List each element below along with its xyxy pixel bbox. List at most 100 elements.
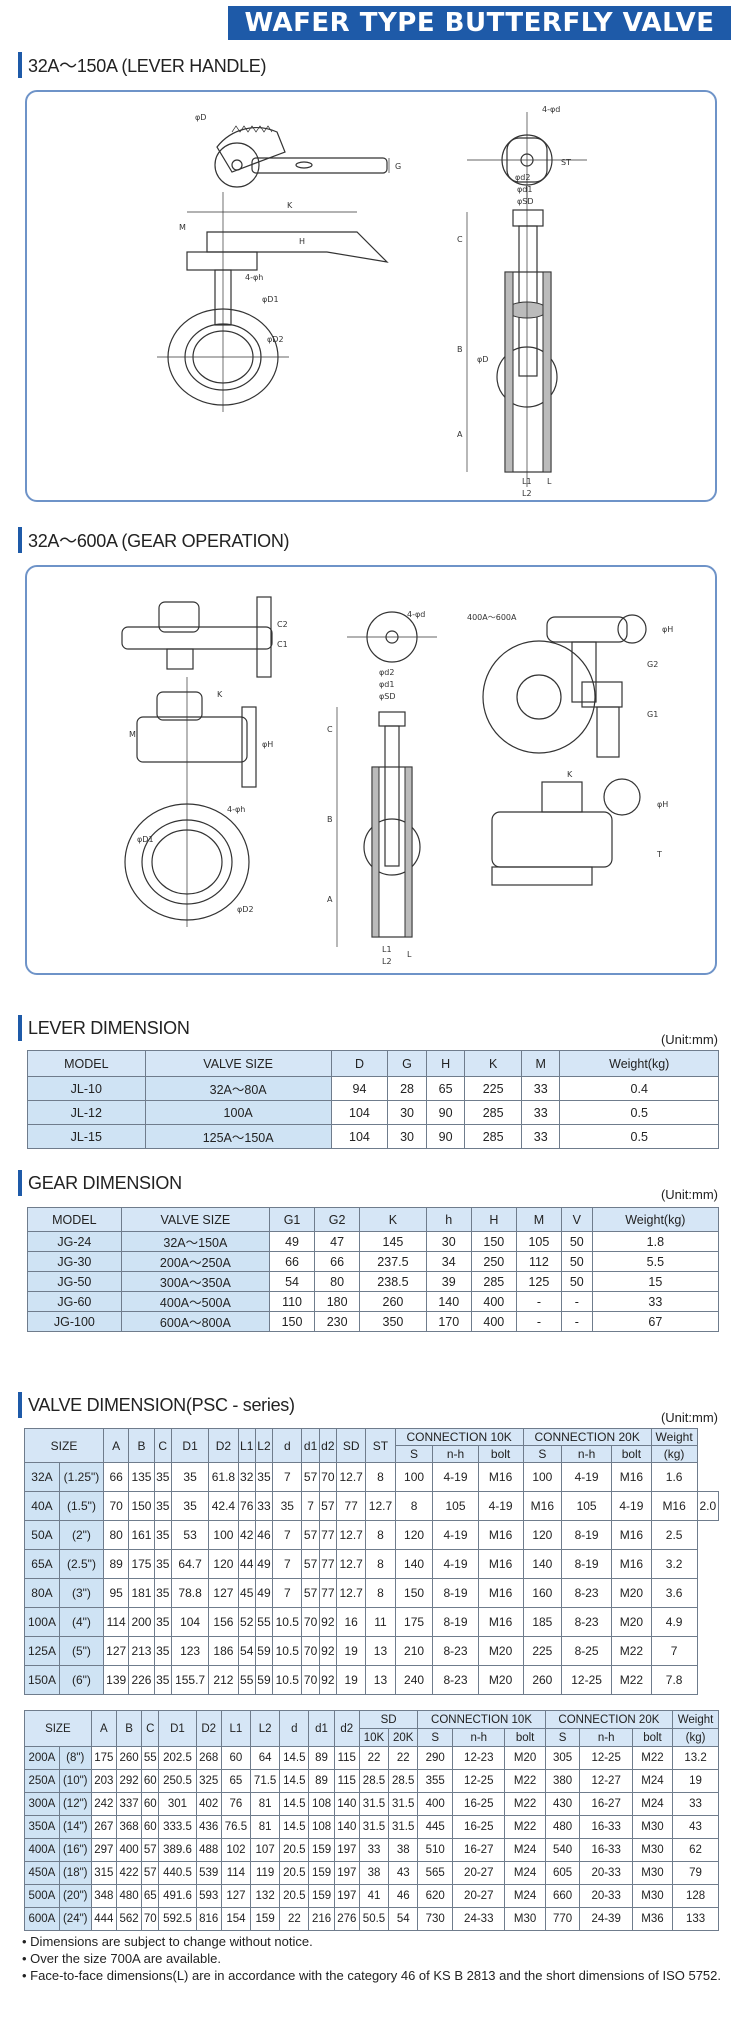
table-header-row: SIZE A B C D1 D2 L1 L2 d d1 d2 SD ST CON… bbox=[24, 1428, 719, 1463]
table-cell: (2") bbox=[58, 1520, 105, 1550]
table-cell: 67 bbox=[591, 1311, 720, 1332]
table-cell: 32 bbox=[237, 1462, 256, 1492]
table-cell: M24 bbox=[504, 1884, 546, 1908]
table-cell: 28 bbox=[387, 1076, 427, 1101]
lever-drawing-panel: G φD 4-φd ST K M H 4-φh φD1 φD2 C B A φd… bbox=[25, 90, 717, 502]
svg-text:L1: L1 bbox=[522, 477, 532, 486]
table-cell: 14.5 bbox=[279, 1815, 310, 1839]
table-cell: 491.6 bbox=[158, 1884, 197, 1908]
table-cell: 31.5 bbox=[358, 1815, 390, 1839]
table-cell: 119 bbox=[250, 1861, 281, 1885]
table-cell: 31.5 bbox=[388, 1815, 419, 1839]
table-cell: M36 bbox=[631, 1907, 674, 1931]
col-subheader: n-h bbox=[579, 1728, 633, 1747]
table-cell: 140 bbox=[425, 1291, 472, 1312]
table-cell: 200 bbox=[128, 1607, 155, 1637]
table-cell: 66 bbox=[268, 1251, 316, 1272]
gear-operation-drawing: C2 C1 4-φd 400A～600A φH G2 G1 K M φH 4-φ… bbox=[121, 596, 673, 966]
table-cell: 297 bbox=[90, 1838, 117, 1862]
table-cell: 8 bbox=[365, 1549, 396, 1579]
table-cell: JL-15 bbox=[27, 1124, 146, 1149]
table-cell: M16 bbox=[477, 1578, 524, 1608]
table-cell: 285 bbox=[464, 1100, 522, 1125]
table-cell: 100 bbox=[394, 1462, 434, 1492]
table-cell: 7.8 bbox=[650, 1665, 698, 1695]
table-cell: 50 bbox=[560, 1251, 593, 1272]
gear-dimension-table: MODEL VALVE SIZE G1 G2 K h H M V Weight(… bbox=[27, 1207, 720, 1332]
svg-text:4-φh: 4-φh bbox=[227, 805, 245, 814]
table-cell: 20.5 bbox=[279, 1884, 310, 1908]
table-cell: (12") bbox=[58, 1792, 92, 1816]
table-cell: 7 bbox=[301, 1491, 320, 1521]
table-cell: 159 bbox=[308, 1884, 335, 1908]
table-cell: 60 bbox=[141, 1815, 160, 1839]
table-cell: 35 bbox=[272, 1491, 303, 1521]
col-header: d2 bbox=[333, 1710, 360, 1747]
table-cell: 59 bbox=[254, 1665, 274, 1695]
table-cell: 200A～250A bbox=[120, 1251, 271, 1272]
table-cell: 33 bbox=[520, 1100, 561, 1125]
table-cell: 20-33 bbox=[579, 1884, 633, 1908]
table-cell: 45 bbox=[237, 1578, 256, 1608]
svg-text:G2: G2 bbox=[647, 660, 658, 669]
table-cell: 125 bbox=[515, 1271, 562, 1292]
table-cell: 5.5 bbox=[591, 1251, 720, 1272]
table-cell: 260 bbox=[522, 1665, 563, 1695]
col-header: SIZE bbox=[24, 1710, 92, 1747]
svg-text:L1: L1 bbox=[382, 945, 392, 954]
table-cell: (20") bbox=[58, 1884, 92, 1908]
table-cell: 95 bbox=[102, 1578, 130, 1608]
col-header: L2 bbox=[254, 1428, 274, 1463]
table-cell: 8-23 bbox=[432, 1636, 479, 1666]
table-cell: 81 bbox=[250, 1792, 281, 1816]
table-cell: 238.5 bbox=[359, 1271, 427, 1292]
table-cell: 31.5 bbox=[388, 1792, 419, 1816]
table-cell: 140 bbox=[333, 1792, 360, 1816]
table-header-row: SIZE A B C D1 D2 L1 L2 d d1 d2 SD CONNEC… bbox=[24, 1710, 719, 1747]
table-cell: 92 bbox=[318, 1665, 338, 1695]
table-cell: 52 bbox=[237, 1607, 256, 1637]
table-cell: 35 bbox=[170, 1462, 210, 1492]
col-subheader: n-h bbox=[561, 1445, 613, 1463]
table-cell: 62 bbox=[672, 1838, 719, 1862]
table-cell: M16 bbox=[477, 1520, 524, 1550]
table-cell: 260 bbox=[359, 1291, 427, 1312]
table-cell: 89 bbox=[308, 1746, 335, 1770]
svg-text:φSD: φSD bbox=[379, 692, 396, 701]
svg-text:φD2: φD2 bbox=[237, 905, 254, 914]
table-cell: 12-25 bbox=[579, 1746, 633, 1770]
table-cell: 4-19 bbox=[611, 1491, 652, 1521]
table-cell: 32A～150A bbox=[120, 1231, 271, 1252]
col-header: M bbox=[515, 1207, 562, 1232]
table-cell: 110 bbox=[268, 1291, 316, 1312]
table-cell: 120 bbox=[394, 1520, 434, 1550]
table-cell: 57 bbox=[141, 1838, 160, 1862]
table-cell: M16 bbox=[611, 1549, 652, 1579]
col-header: MODEL bbox=[27, 1207, 122, 1232]
table-cell: 35 bbox=[153, 1636, 172, 1666]
table-cell: 12-23 bbox=[452, 1746, 506, 1770]
table-cell: M24 bbox=[504, 1861, 546, 1885]
table-cell: 70 bbox=[102, 1491, 130, 1521]
table-cell: 127 bbox=[208, 1578, 239, 1608]
svg-text:L2: L2 bbox=[382, 957, 392, 966]
table-cell: 32A～80A bbox=[144, 1076, 332, 1101]
col-header: ST bbox=[365, 1428, 396, 1463]
table-cell: 159 bbox=[250, 1907, 281, 1931]
table-cell: 120 bbox=[208, 1549, 239, 1579]
col-subheader: S bbox=[394, 1445, 434, 1463]
table-cell: 28.5 bbox=[358, 1769, 390, 1793]
table-cell: 389.6 bbox=[158, 1838, 197, 1862]
col-header: CONNECTION 10K bbox=[394, 1428, 524, 1446]
table-cell: 250 bbox=[470, 1251, 517, 1272]
table-cell: 38 bbox=[388, 1838, 419, 1862]
table-cell: (5") bbox=[58, 1636, 105, 1666]
table-cell: 65 bbox=[220, 1769, 252, 1793]
table-cell: 4-19 bbox=[432, 1549, 479, 1579]
